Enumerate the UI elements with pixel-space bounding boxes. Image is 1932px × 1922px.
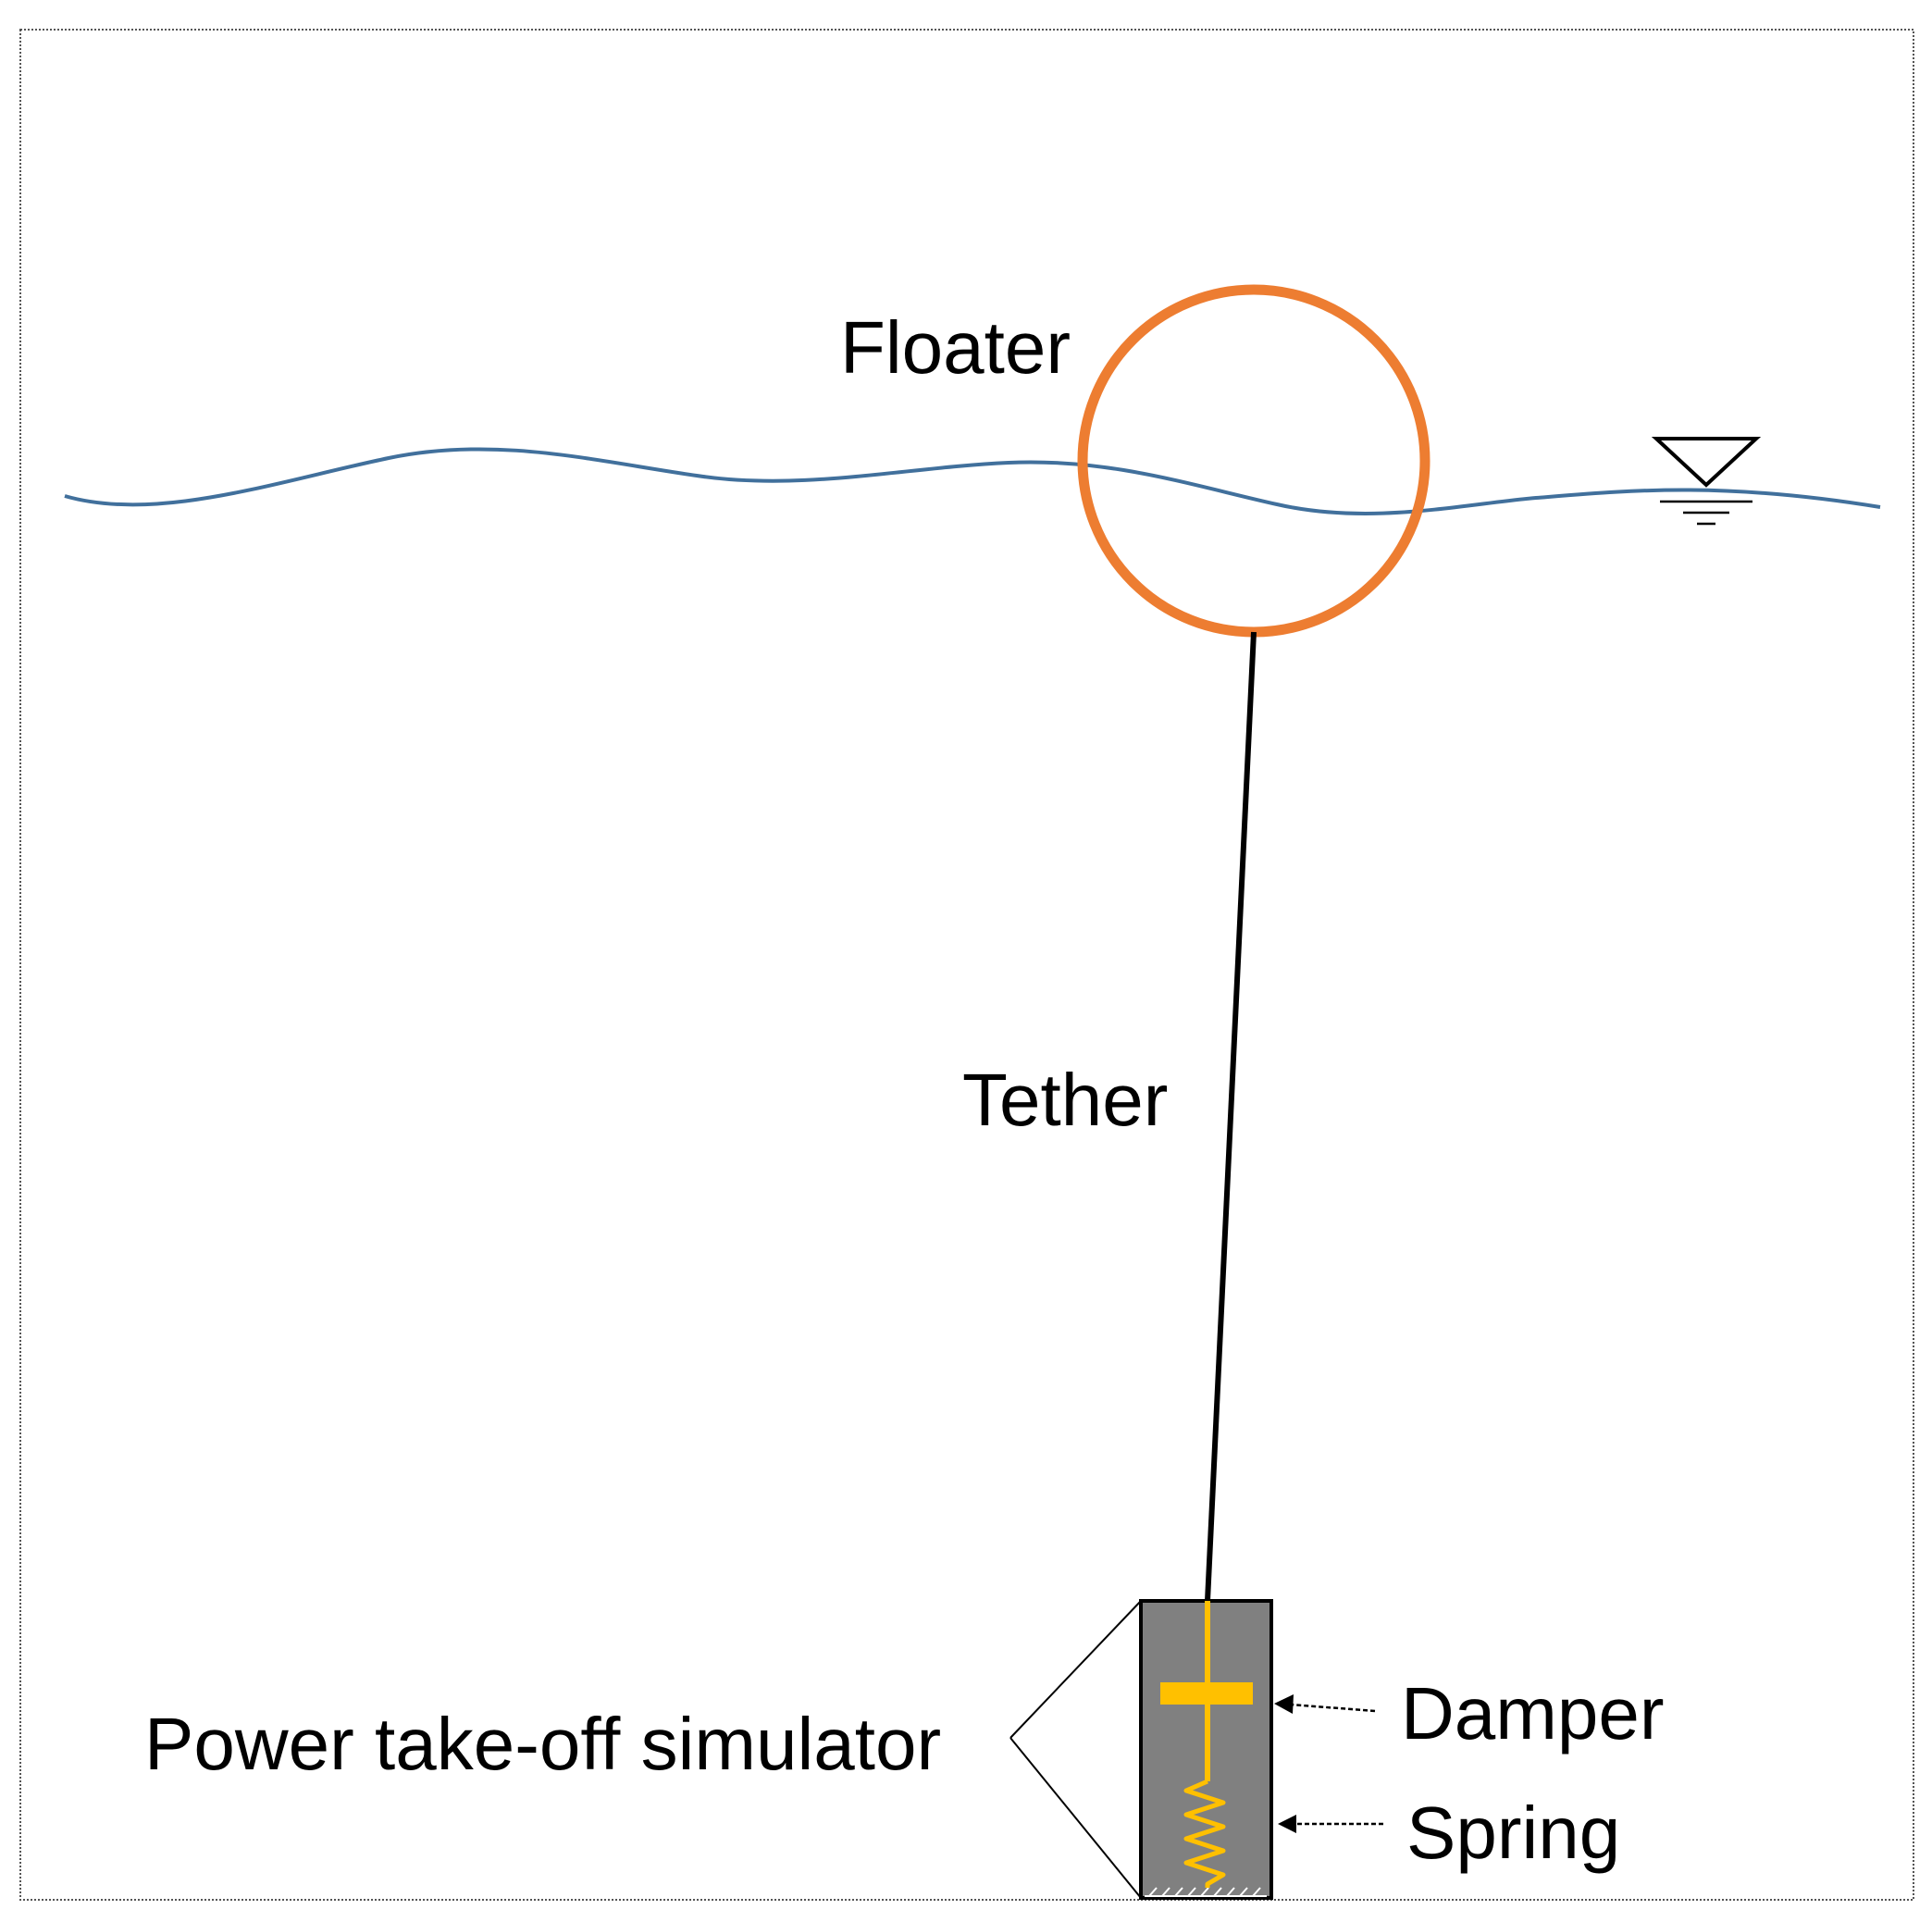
spring-coil (1183, 1779, 1226, 1888)
damper-plate (1160, 1682, 1253, 1705)
figure-frame (19, 29, 1914, 1901)
water-level-symbol-icon (1651, 437, 1762, 526)
floater-circle (1077, 284, 1430, 638)
damper-label: Damper (1401, 1672, 1665, 1755)
pto-label: Power take-off simulator (144, 1703, 941, 1785)
floater-label: Floater (840, 306, 1071, 389)
tether-label: Tether (962, 1059, 1168, 1141)
water-surface-line (64, 447, 1881, 515)
pto-bracket (1009, 1600, 1142, 1899)
pto-base-hatch (1145, 1887, 1267, 1897)
tether-line (1205, 631, 1257, 1602)
damper-arrow (1274, 1694, 1376, 1714)
spring-label: Spring (1406, 1792, 1620, 1874)
spring-arrow (1278, 1815, 1383, 1833)
